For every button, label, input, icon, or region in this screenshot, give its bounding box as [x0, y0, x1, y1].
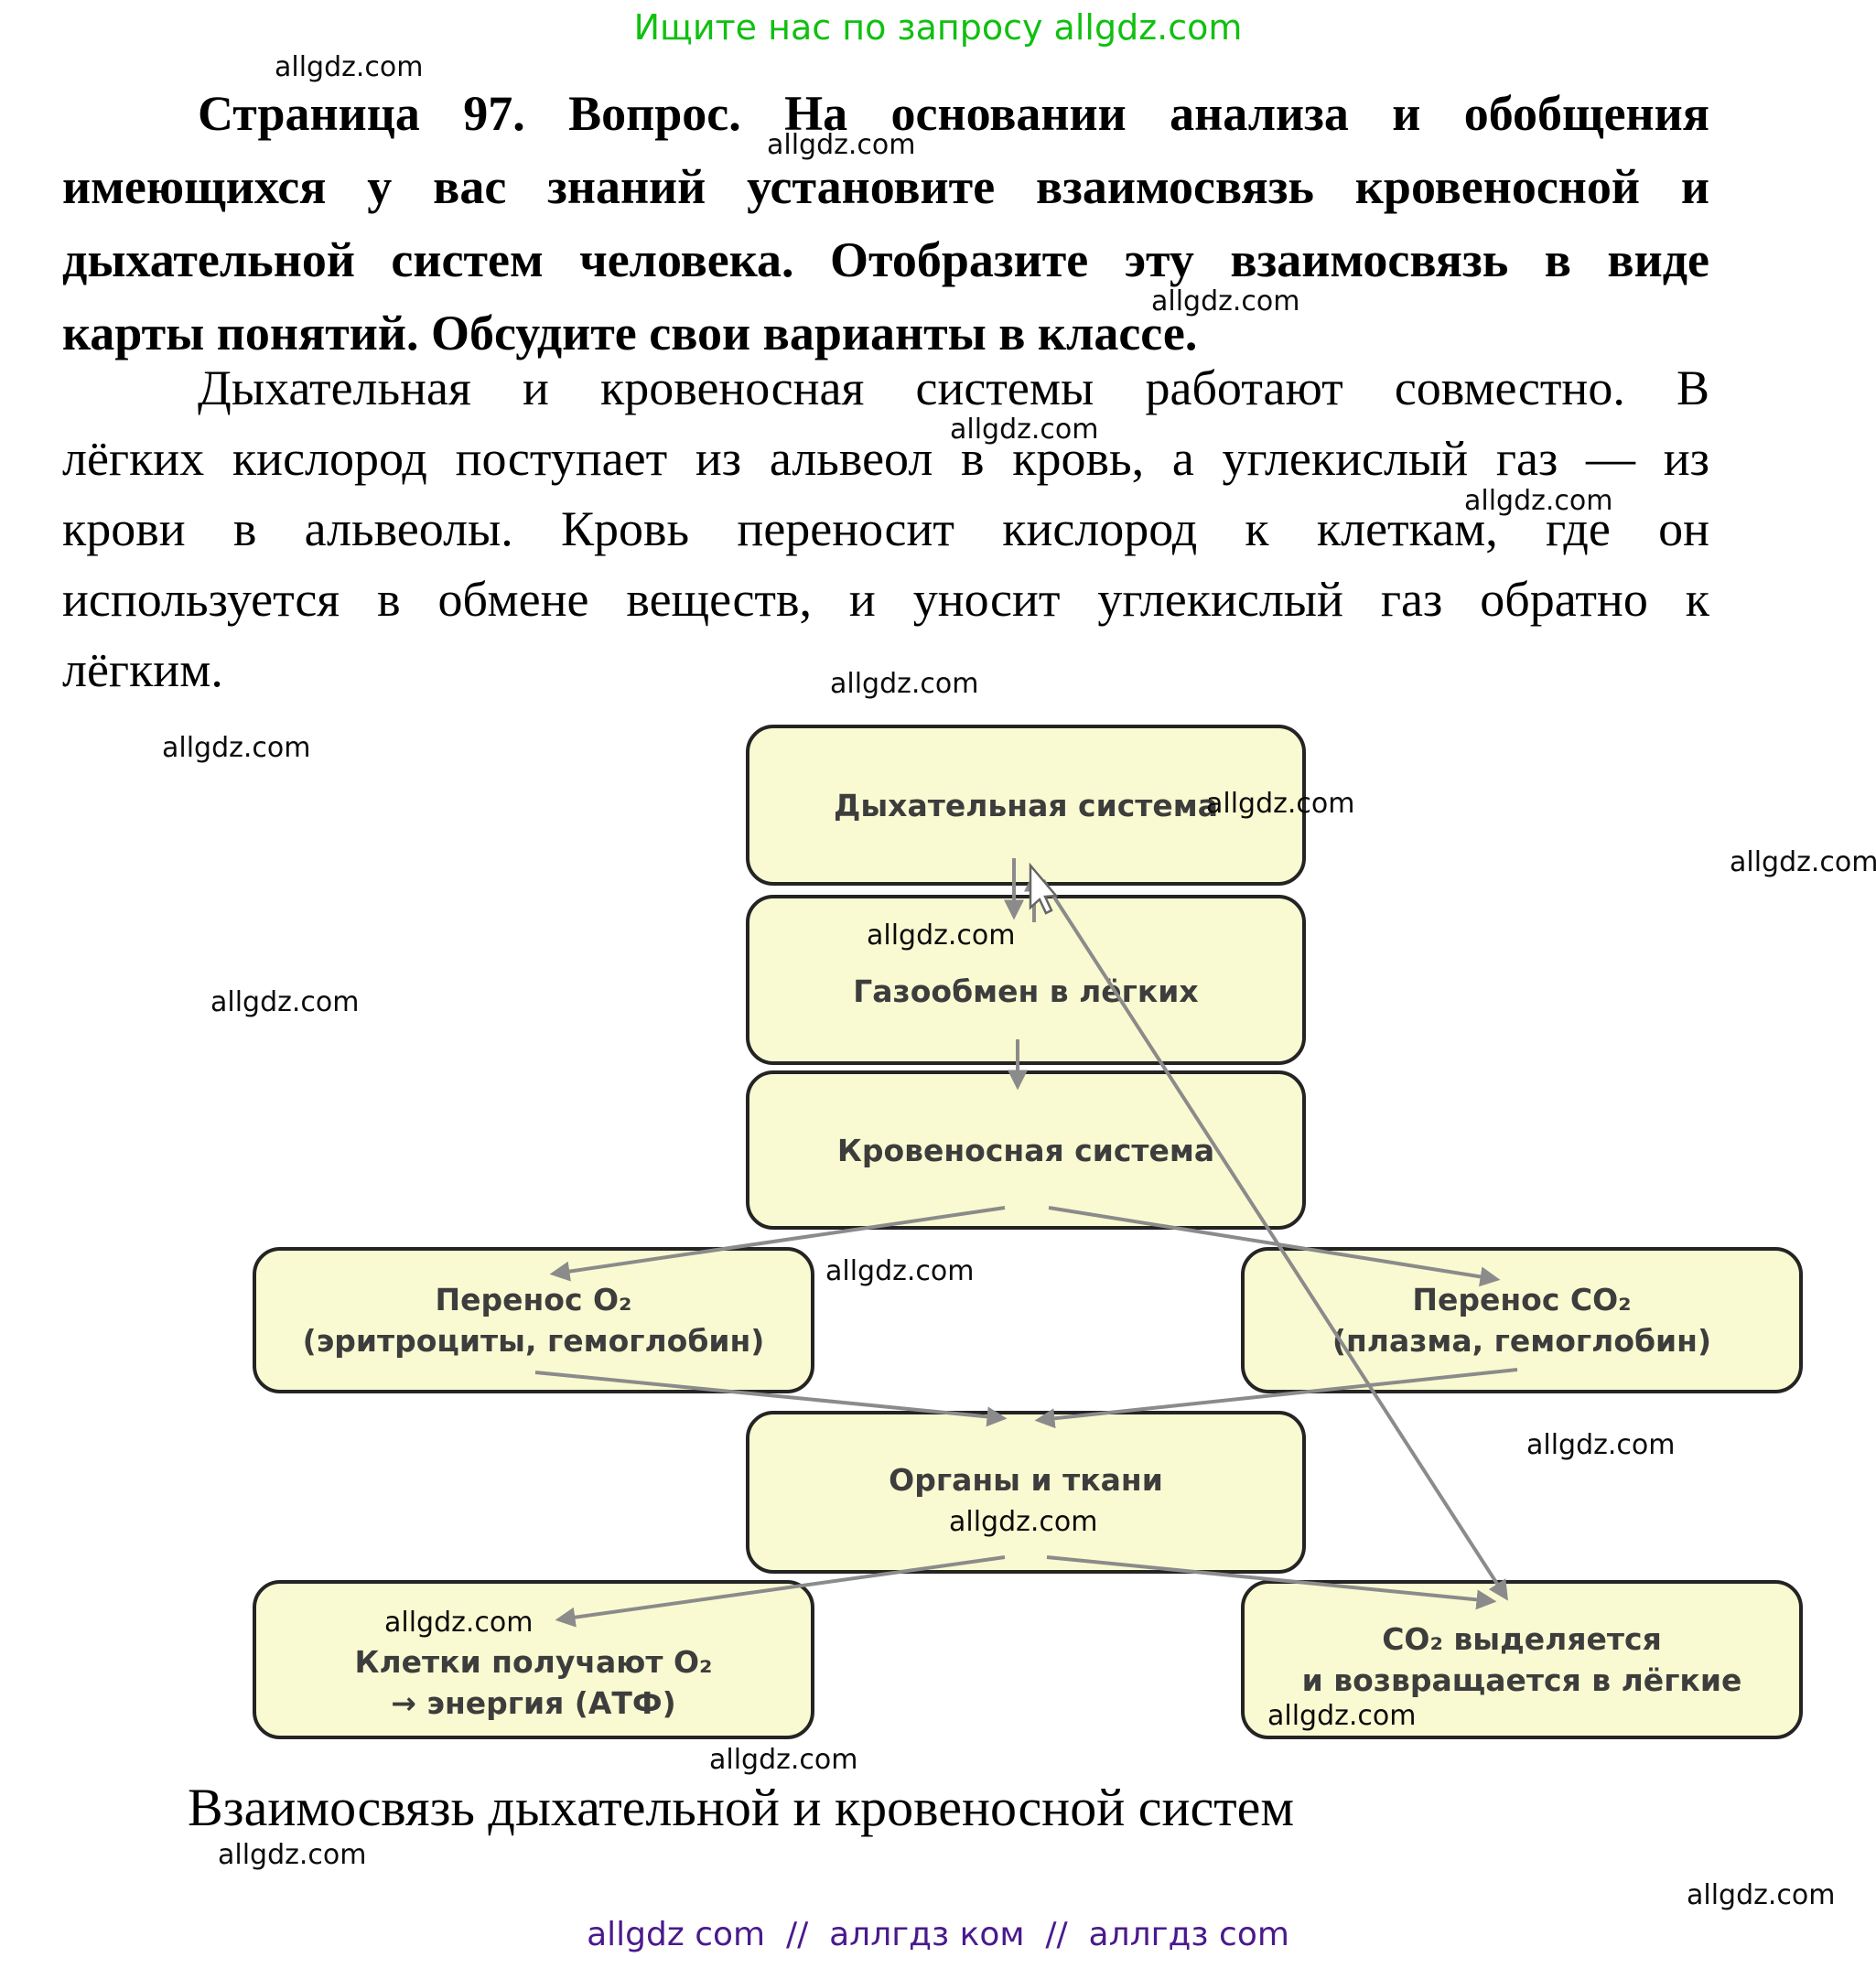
arrow-co2-transport-to-organs: [1034, 1368, 1518, 1429]
watermark: allgdz.com: [709, 1744, 858, 1776]
node-label: Клетки получают O₂: [354, 1644, 713, 1680]
watermark: allgdz.com: [1687, 1879, 1836, 1911]
text-line: крови в альвеолы. Кровь переносит кислор…: [62, 501, 1709, 556]
node-co2-transport: Перенос CO₂ (плазма, гемоглобин): [1241, 1247, 1803, 1393]
text-line: имеющихся у вас знаний установите взаимо…: [62, 159, 1709, 214]
answer-paragraph: Дыхательная и кровеносная системы работа…: [62, 353, 1709, 705]
watermark: allgdz.com: [1151, 285, 1300, 317]
node-respiratory-system: Дыхательная система: [746, 725, 1306, 886]
watermark: allgdz.com: [1730, 846, 1876, 878]
question-paragraph: Страница 97. Вопрос. На основании анализ…: [62, 77, 1709, 370]
node-organs-tissues: Органы и ткани: [746, 1411, 1306, 1574]
node-label: Кровеносная система: [836, 1132, 1215, 1168]
watermark: allgdz.com: [384, 1607, 534, 1639]
watermark: allgdz.com: [830, 668, 979, 700]
watermark: allgdz.com: [1206, 788, 1355, 820]
mouse-cursor-icon: [1029, 862, 1059, 915]
text-line: лёгких кислород поступает из альвеол в к…: [62, 431, 1709, 486]
watermark: allgdz.com: [218, 1839, 367, 1871]
arrow-organs-to-cells-energy: [555, 1555, 1006, 1628]
text-line: дыхательной систем человека. Отобразите …: [62, 232, 1709, 287]
watermark: allgdz.com: [210, 986, 360, 1018]
node-sublabel: и возвращается в лёгкие: [1301, 1662, 1742, 1698]
node-sublabel: → энергия (АТФ): [391, 1685, 676, 1721]
watermark: allgdz.com: [949, 1506, 1098, 1538]
watermark: allgdz.com: [950, 414, 1099, 446]
watermark: allgdz.com: [1526, 1429, 1676, 1461]
footer-promo: allgdz com // аллгдз ком // аллгдз com: [587, 1916, 1289, 1953]
text-line: Дыхательная и кровеносная системы работа…: [198, 360, 1709, 415]
node-circulatory-system: Кровеносная система: [746, 1070, 1306, 1230]
text-line: карты понятий. Обсудите свои варианты в …: [62, 306, 1198, 360]
arrow-organs-to-co2-release: [1046, 1555, 1497, 1610]
node-co2-released-returns-lungs: CO₂ выделяется и возвращается в лёгкие: [1241, 1580, 1803, 1739]
arrow-circulatory-to-co2-transport: [1048, 1206, 1501, 1287]
node-label: Газообмен в лёгких: [853, 973, 1199, 1009]
arrow-circulatory-to-o2-transport: [549, 1206, 1006, 1282]
watermark: allgdz.com: [275, 51, 424, 83]
watermark: allgdz.com: [767, 129, 916, 161]
arrow-o2-transport-to-organs: [534, 1371, 1008, 1427]
node-gas-exchange-lungs: Газообмен в лёгких: [746, 895, 1306, 1065]
watermark: allgdz.com: [825, 1255, 975, 1287]
node-label: CO₂ выделяется: [1382, 1621, 1662, 1657]
promo-header: Ищите нас по запросу allgdz.com: [633, 7, 1243, 48]
node-label: Перенос O₂: [435, 1282, 632, 1317]
node-o2-transport: Перенос O₂ (эритроциты, гемоглобин): [253, 1247, 814, 1393]
node-label: Органы и ткани: [889, 1461, 1163, 1498]
node-sublabel: (эритроциты, гемоглобин): [302, 1323, 765, 1359]
node-label: Перенос CO₂: [1412, 1282, 1632, 1317]
node-cells-get-o2-energy: Клетки получают O₂ → энергия (АТФ): [253, 1580, 814, 1739]
watermark: allgdz.com: [1267, 1700, 1417, 1732]
arrow-respiratory-to-co2-release-diagonal: [1041, 878, 1508, 1601]
node-label: Дыхательная система: [833, 787, 1219, 823]
text-line: используется в обмене веществ, и уносит …: [62, 572, 1709, 627]
diagram-caption: Взаимосвязь дыхательной и кровеносной си…: [188, 1778, 1295, 1837]
node-sublabel: (плазма, гемоглобин): [1332, 1323, 1712, 1359]
watermark: allgdz.com: [867, 919, 1016, 952]
text-line: лёгким.: [62, 642, 223, 697]
watermark: allgdz.com: [162, 732, 311, 764]
watermark: allgdz.com: [1464, 485, 1613, 517]
text-line: Страница 97. Вопрос. На основании анализ…: [198, 86, 1709, 141]
